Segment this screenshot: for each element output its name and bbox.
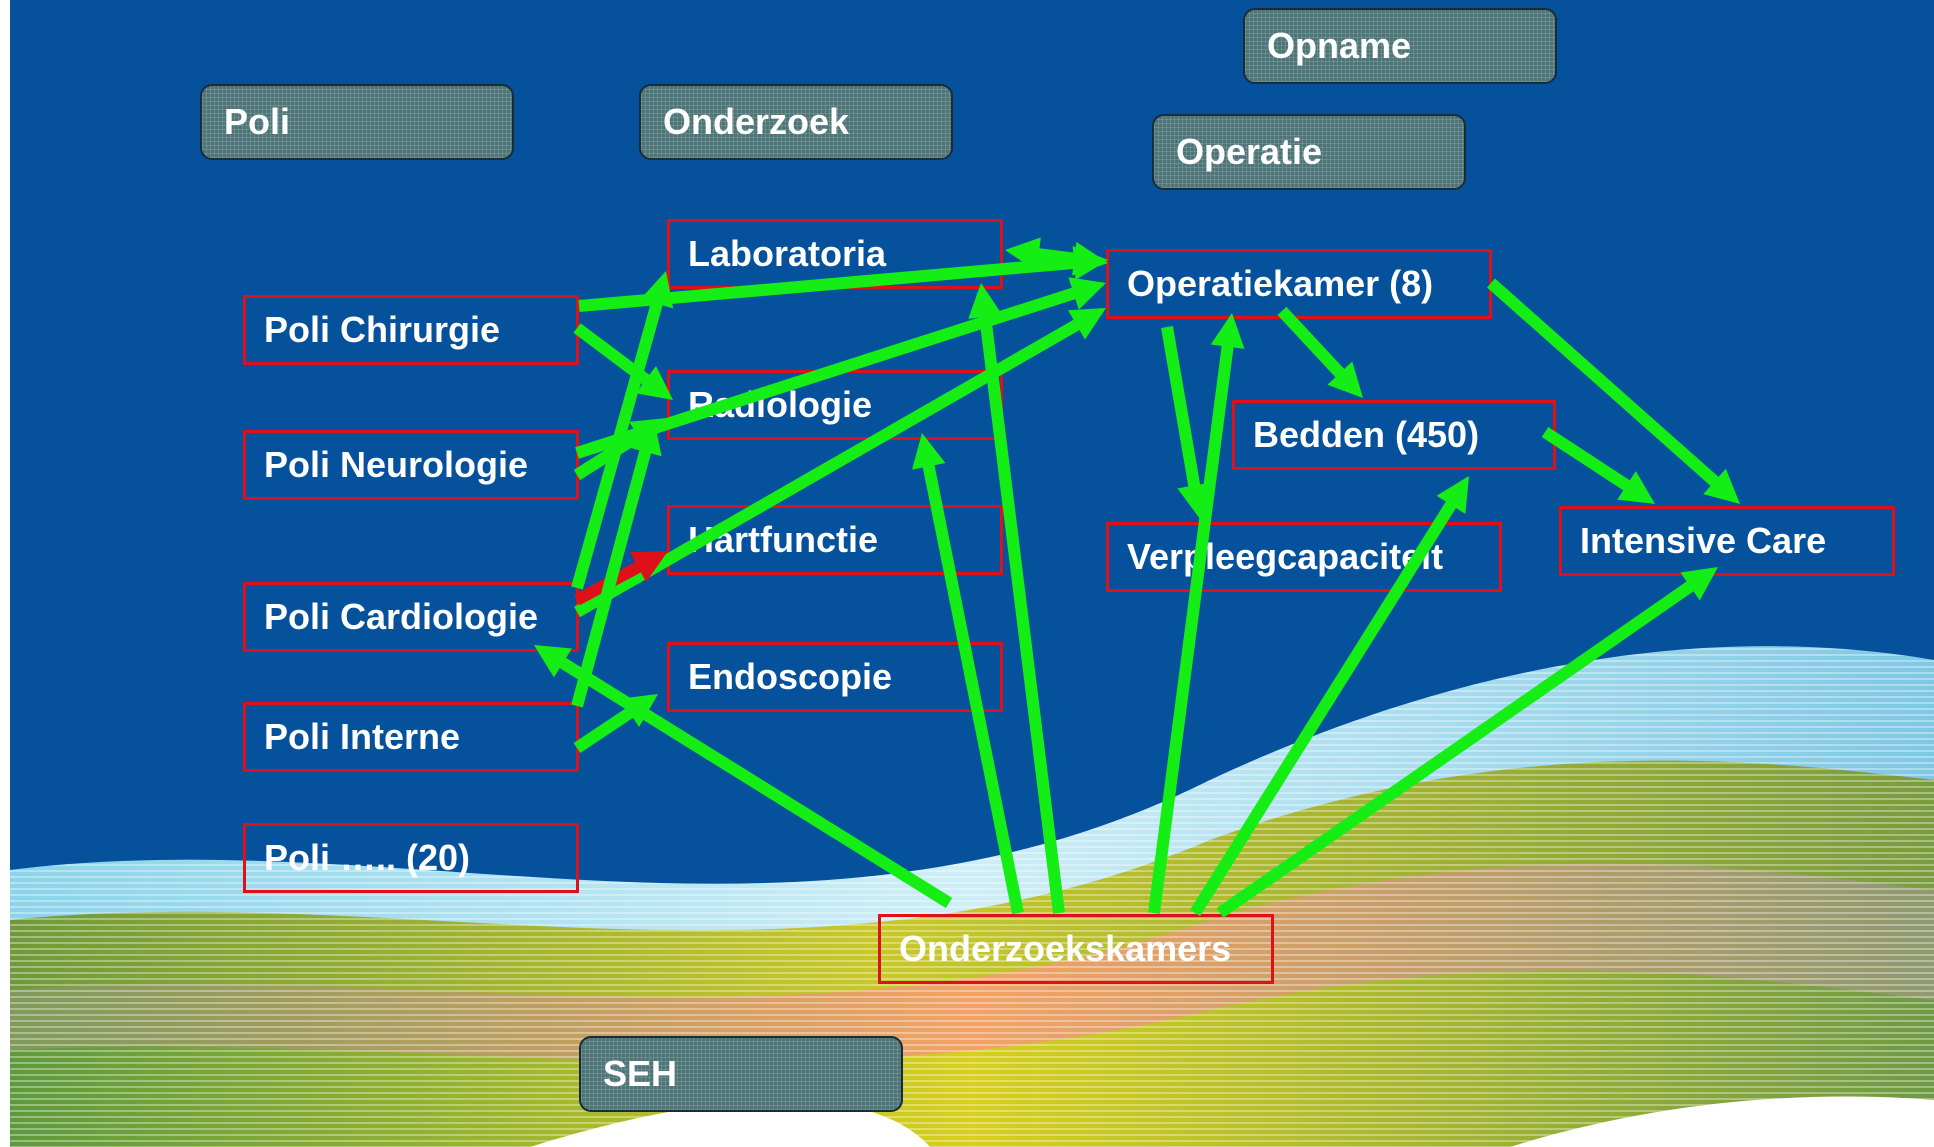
node-bedden: Bedden (450) xyxy=(1232,400,1556,470)
arrow-head xyxy=(911,433,946,470)
arrow-line xyxy=(1277,306,1349,382)
arrow-head xyxy=(968,283,1003,319)
flow-arrows xyxy=(534,237,1740,918)
arrow-line xyxy=(554,654,953,909)
arrow-head xyxy=(534,645,572,678)
arrow-line xyxy=(1541,426,1635,494)
arrow-head xyxy=(640,271,674,309)
node-poli-neurologie: Poli Neurologie xyxy=(243,430,579,500)
node-verpleegcapaciteit: Verpleegcapaciteit xyxy=(1106,522,1502,592)
arrow-line xyxy=(1148,339,1235,914)
header-operatie: Operatie xyxy=(1152,114,1466,190)
arrow-head xyxy=(628,419,662,457)
node-poli-interne: Poli Interne xyxy=(243,702,579,772)
arrow-head xyxy=(1068,277,1106,310)
arrow-line xyxy=(1189,496,1460,917)
node-poli-cardiologie: Poli Cardiologie xyxy=(243,582,579,652)
header-seh: SEH xyxy=(579,1036,903,1112)
arrow-head xyxy=(1327,361,1363,398)
arrow-head xyxy=(635,366,673,400)
node-poli-other: Poli ….. (20) xyxy=(243,823,579,893)
background-waves xyxy=(10,646,1934,1147)
arrow-line xyxy=(1487,278,1724,490)
arrow-head xyxy=(630,551,668,583)
arrow-head xyxy=(1072,241,1108,276)
node-poli-chirurgie: Poli Chirurgie xyxy=(243,295,579,365)
slide: Opname Poli Onderzoek Operatie SEH Poli … xyxy=(10,0,1934,1147)
header-opname: Opname xyxy=(1243,8,1557,84)
arrow-head xyxy=(1177,482,1211,519)
arrow-line xyxy=(571,296,665,590)
node-intensive-care: Intensive Care xyxy=(1559,506,1895,576)
header-onderzoek: Onderzoek xyxy=(639,84,953,160)
arrow-line xyxy=(1216,578,1699,918)
arrow-line xyxy=(1032,247,1081,266)
arrow-head xyxy=(1068,308,1106,340)
arrow-line xyxy=(978,310,1065,914)
arrow-head xyxy=(1436,476,1469,514)
arrow-line xyxy=(571,444,653,708)
arrow-head xyxy=(1210,313,1245,349)
arrow-head xyxy=(1680,567,1718,601)
node-endoscopie: Endoscopie xyxy=(667,642,1003,712)
arrow-head xyxy=(1617,471,1655,504)
arrow-head xyxy=(1005,237,1041,272)
header-poli: Poli xyxy=(200,84,514,160)
node-onderzoekskamers: Onderzoekskamers xyxy=(878,914,1274,984)
arrow-line xyxy=(921,459,1024,915)
arrow-line xyxy=(1161,325,1202,493)
arrow-head xyxy=(1703,468,1740,504)
arrow-line xyxy=(573,704,639,753)
